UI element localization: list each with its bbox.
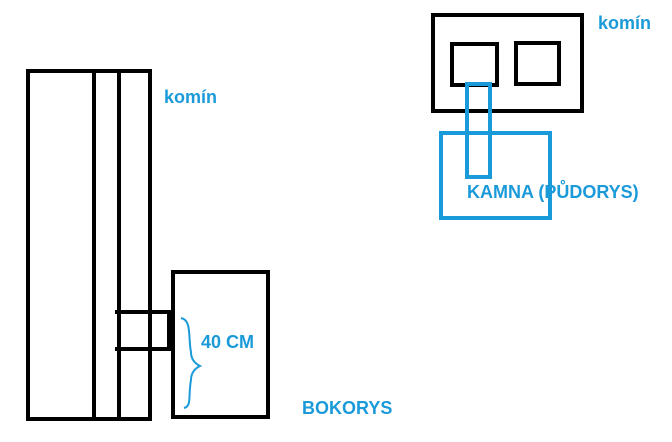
measurement-brace — [180, 317, 203, 409]
plan-view — [431, 13, 584, 220]
chimney-flue-right — [514, 41, 561, 86]
chimney-plan-label: komín — [598, 13, 651, 33]
stove-plan-body — [439, 131, 552, 220]
measurement-label: 40 CM — [201, 332, 254, 352]
side-view — [26, 69, 270, 421]
plan-view-label: KAMNA (PŮDORYS) — [467, 180, 639, 202]
chimney-flue-left — [450, 42, 499, 87]
chimney-side-body — [26, 69, 152, 421]
chimney-side-label: komín — [164, 87, 217, 107]
stove-plan-pipe — [465, 82, 492, 179]
chimney-plan-body — [431, 13, 584, 113]
stove-side-body — [171, 270, 270, 419]
side-view-label: BOKORYS — [302, 398, 392, 418]
